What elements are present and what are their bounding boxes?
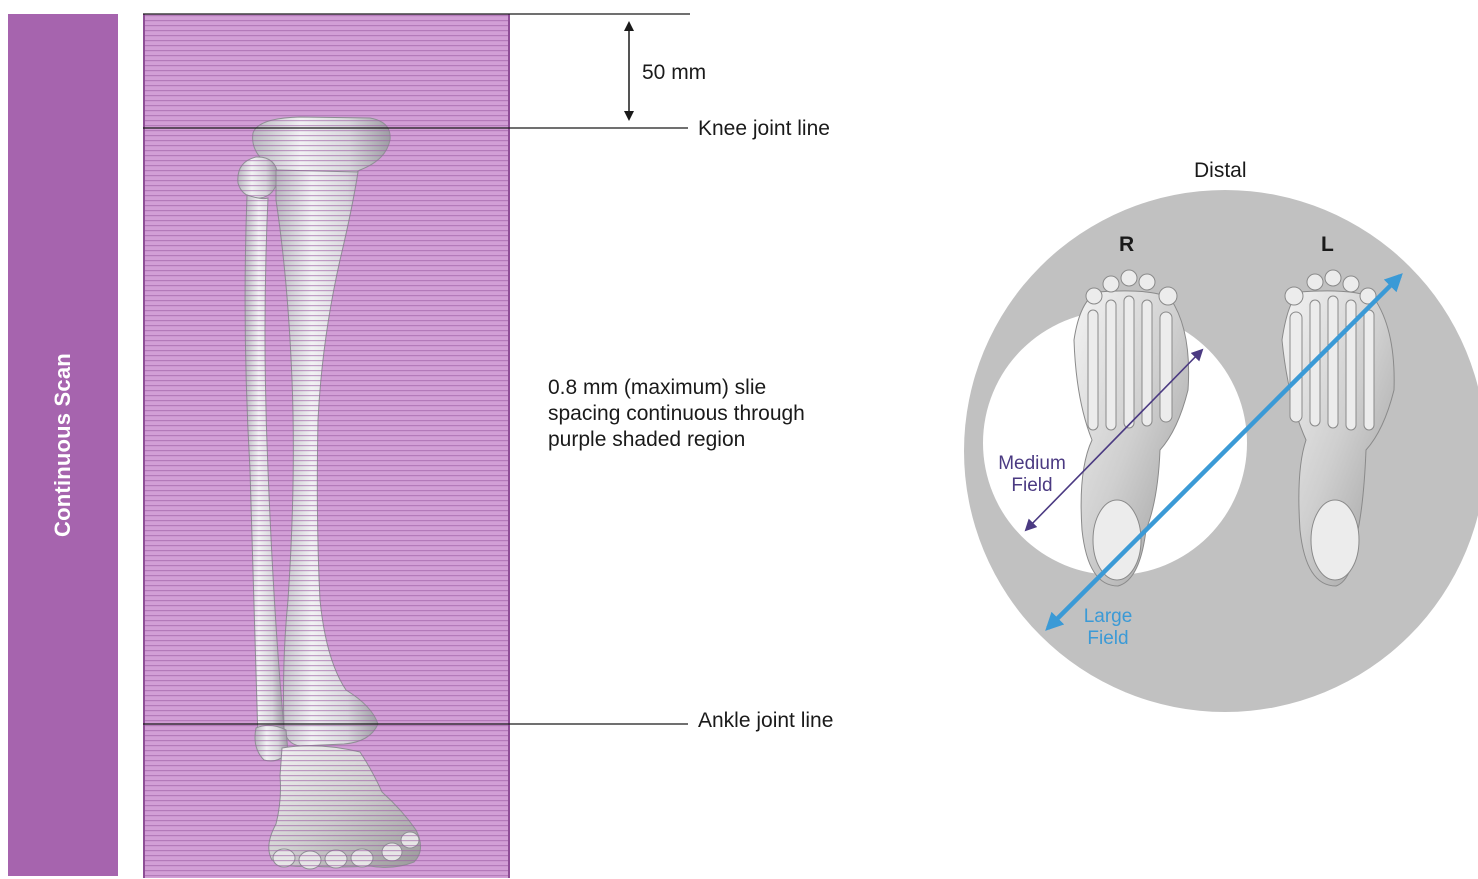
left-foot-label: L [1321,232,1334,258]
ankle-joint-label: Ankle joint line [698,708,833,734]
medium-field-label: Medium Field [982,453,1082,497]
field-of-view-diagram [964,190,1478,712]
measure-50mm-label: 50 mm [642,60,706,86]
knee-joint-label: Knee joint line [698,116,830,142]
right-foot-label: R [1119,232,1134,258]
medium-field-label-line2: Field [982,475,1082,497]
distal-label: Distal [1194,158,1247,184]
large-field-label: Large Field [1072,606,1144,650]
large-field-label-line2: Field [1072,628,1144,650]
slice-spacing-note: 0.8 mm (maximum) slie spacing continuous… [548,375,818,453]
medium-field-label-line1: Medium [982,453,1082,475]
scan-slice-lines [143,14,510,878]
large-field-label-line1: Large [1072,606,1144,628]
